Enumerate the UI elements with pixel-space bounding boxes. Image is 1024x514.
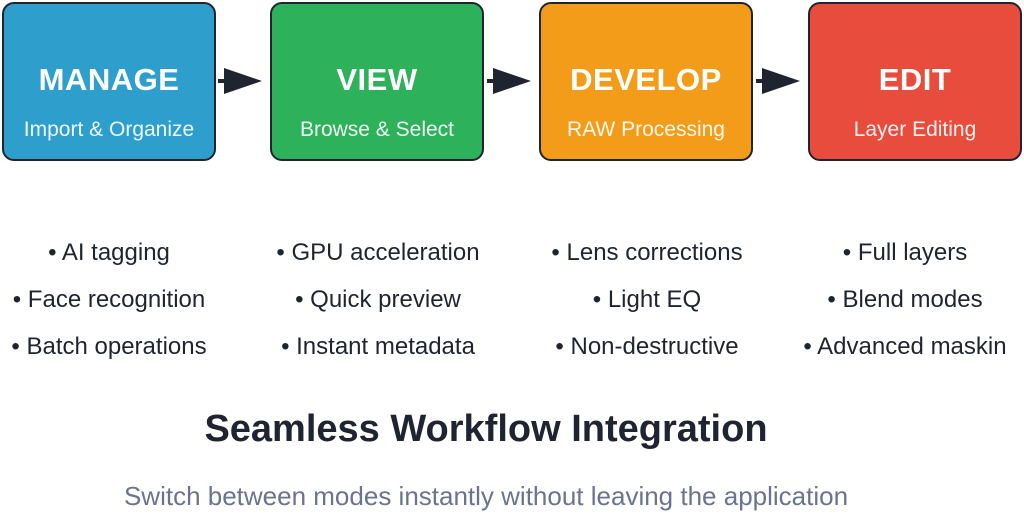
feature-item: • Instant metadata bbox=[281, 333, 475, 360]
feature-list-edit: • Full layers • Blend modes • Advanced m… bbox=[786, 235, 1024, 376]
arrow-right-icon bbox=[218, 68, 262, 94]
stage-title-manage: MANAGE bbox=[38, 62, 180, 97]
feature-list-manage: • AI tagging • Face recognition • Batch … bbox=[0, 235, 239, 376]
stage-box-develop: DEVELOP RAW Processing bbox=[539, 2, 753, 161]
feature-item: • Lens corrections bbox=[551, 239, 743, 266]
stage-subtitle-manage: Import & Organize bbox=[23, 118, 195, 141]
arrow-head bbox=[224, 68, 262, 94]
feature-list-develop: • Lens corrections • Light EQ • Non-dest… bbox=[517, 235, 777, 376]
feature-item: • Non-destructive bbox=[555, 333, 739, 360]
tagline: Switch between modes instantly without l… bbox=[123, 481, 849, 511]
arrow-right-icon bbox=[487, 68, 531, 94]
stage-subtitle-edit: Layer Editing bbox=[853, 118, 977, 141]
feature-item: • Face recognition bbox=[12, 286, 206, 313]
feature-item: • Blend modes bbox=[827, 286, 983, 313]
feature-item: • Batch operations bbox=[11, 333, 207, 360]
arrow-head bbox=[493, 68, 531, 94]
stage-title-edit: EDIT bbox=[878, 62, 952, 97]
feature-item: • Advanced maskin bbox=[803, 333, 1007, 360]
feature-item: • Full layers bbox=[842, 239, 968, 266]
stage-title-develop: DEVELOP bbox=[570, 62, 722, 97]
feature-item: • Quick preview bbox=[295, 286, 461, 313]
feature-item: • Light EQ bbox=[592, 286, 702, 313]
headline: Seamless Workflow Integration bbox=[204, 408, 768, 450]
feature-item: • GPU acceleration bbox=[276, 239, 480, 266]
stage-subtitle-view: Browse & Select bbox=[299, 118, 455, 141]
feature-item: • AI tagging bbox=[48, 239, 170, 266]
stage-subtitle-develop: RAW Processing bbox=[567, 118, 725, 141]
arrow-right-icon bbox=[756, 68, 800, 94]
stage-box-view: VIEW Browse & Select bbox=[270, 2, 484, 161]
stage-box-edit: EDIT Layer Editing bbox=[808, 2, 1022, 161]
arrow-head bbox=[762, 68, 800, 94]
stage-box-manage: MANAGE Import & Organize bbox=[2, 2, 216, 161]
stage-title-view: VIEW bbox=[336, 62, 418, 97]
feature-list-view: • GPU acceleration • Quick preview • Ins… bbox=[248, 235, 508, 376]
